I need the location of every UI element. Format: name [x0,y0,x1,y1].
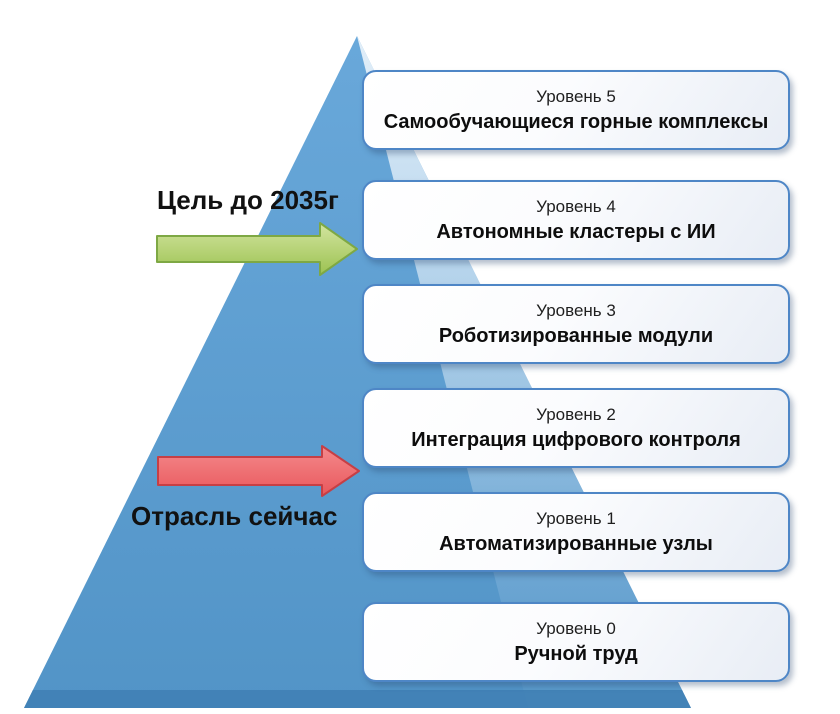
current-arrow-right-icon [157,445,360,497]
level-label: Уровень 0 [536,619,616,638]
level-label: Уровень 4 [536,197,616,216]
level-label: Уровень 2 [536,405,616,424]
level-title: Ручной труд [514,643,638,665]
level-box-1: Уровень 1 Автоматизированные узлы [362,492,790,572]
level-title: Автоматизированные узлы [439,533,713,555]
level-title: Автономные кластеры с ИИ [436,221,716,243]
goal-arrow-right-icon [156,222,358,276]
level-box-2: Уровень 2 Интеграция цифрового контроля [362,388,790,468]
level-label: Уровень 3 [536,301,616,320]
level-title: Роботизированные модули [438,325,714,347]
level-title: Самообучающиеся горные комплексы [383,111,769,133]
level-box-0: Уровень 0 Ручной труд [362,602,790,682]
goal-label: Цель до 2035г [157,185,339,215]
level-box-5: Уровень 5 Самообучающиеся горные комплек… [362,70,790,150]
level-label: Уровень 1 [536,509,616,528]
pyramid-base-shadow [24,690,691,708]
current-state-label: Отрасль сейчас [131,501,338,531]
level-box-3: Уровень 3 Роботизированные модули [362,284,790,364]
level-title: Интеграция цифрового контроля [411,429,741,451]
level-label: Уровень 5 [536,87,616,106]
level-box-4: Уровень 4 Автономные кластеры с ИИ [362,180,790,260]
